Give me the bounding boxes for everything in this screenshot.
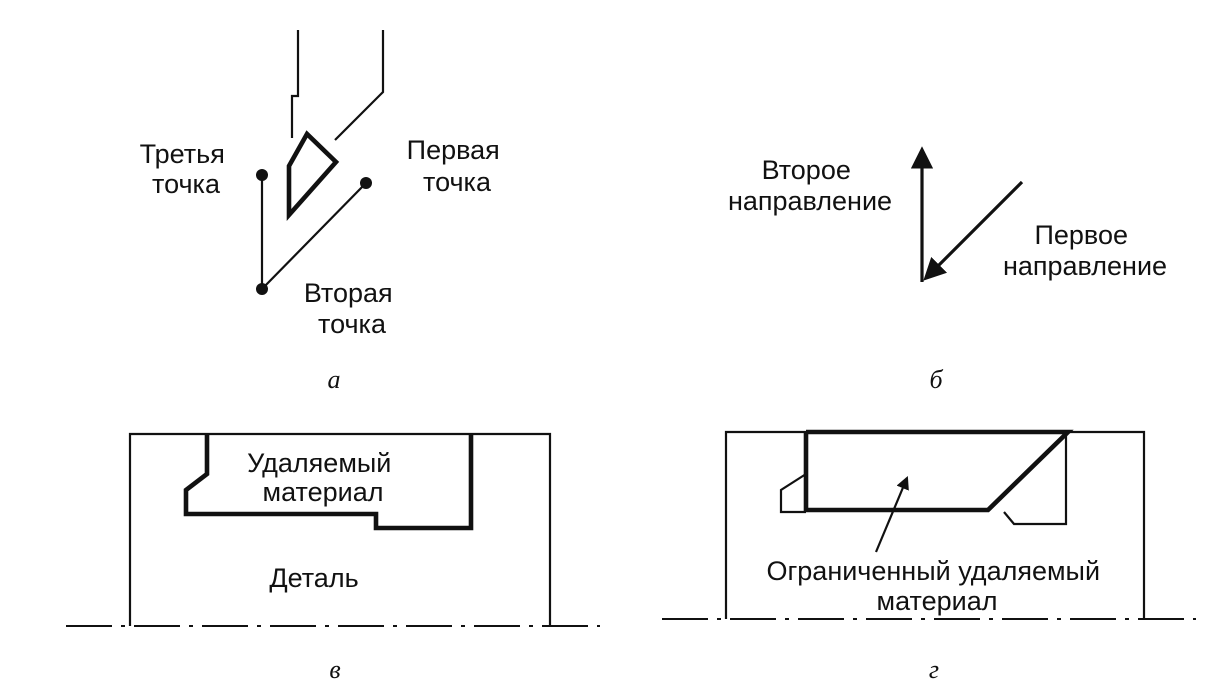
panel-a: Третья точка Первая точка Вторая точка а [140, 30, 508, 394]
first-point-marker [360, 177, 372, 189]
caption-b: б [929, 365, 943, 394]
second-direction-label: Второе направление [728, 155, 892, 216]
second-point-marker [256, 283, 268, 295]
caption-v: в [329, 655, 340, 684]
panel-g: Ограниченный удаляемый материал г [662, 429, 1196, 684]
bounded-material-label: Ограниченный удаляемый материал [766, 556, 1107, 616]
cutting-tool [286, 30, 385, 222]
third-point-marker [256, 169, 268, 181]
bounded-material-outline [803, 429, 1074, 513]
path-second-to-first [261, 182, 367, 290]
first-point-label: Первая точка [407, 135, 508, 197]
pointer-arrow [874, 475, 909, 553]
first-direction-label: Первое направление [1003, 220, 1167, 281]
tool-insert [286, 130, 340, 222]
residual-left-contour [779, 473, 807, 514]
part-outline-v [128, 432, 552, 626]
second-point-label: Вторая точка [304, 278, 400, 339]
removed-material-outline [183, 434, 474, 531]
removed-material-label: Удаляемый материал [247, 448, 399, 507]
panel-v: Удаляемый материал Деталь в [66, 432, 600, 684]
caption-g: г [929, 655, 939, 684]
point-path [256, 169, 372, 295]
residual-right-contour [1003, 432, 1068, 526]
panel-b: Второе направление Первое направление б [728, 146, 1167, 394]
first-direction-arrow [923, 180, 1024, 281]
third-point-label: Третья точка [140, 139, 233, 199]
caption-a: а [328, 365, 341, 394]
part-label: Деталь [269, 563, 358, 593]
